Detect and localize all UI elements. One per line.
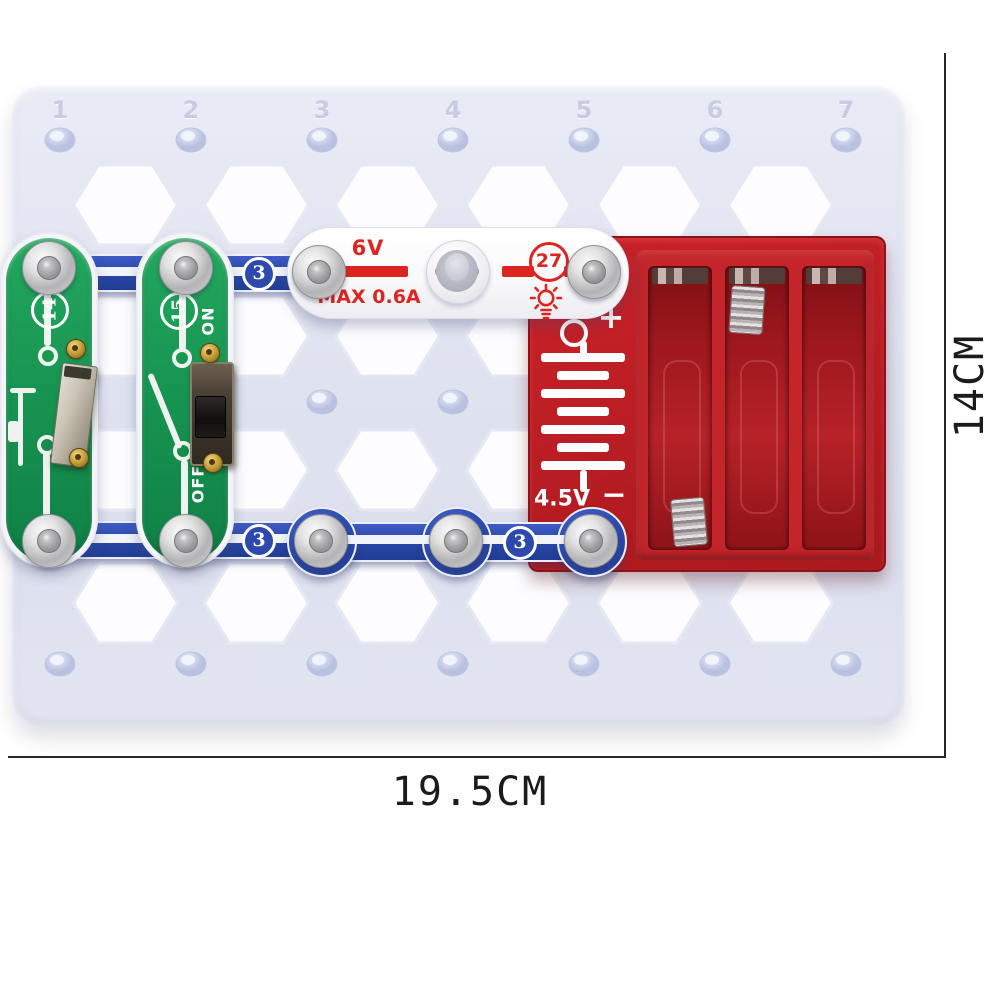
part-number-ring: 15 [160,292,198,330]
snap-stud-icon [294,514,348,568]
snap-stud-icon [292,245,346,299]
plate-column-label: 6 [706,96,724,124]
printed-trace [43,452,50,516]
part-number: 15 [168,298,190,324]
battery-spring-icon [728,284,766,336]
brass-rivet-icon [203,453,223,473]
battery-contact-strip [729,268,785,284]
contact-circle [38,346,58,366]
snap-stud-icon [159,241,213,295]
bulb-glass [445,253,469,281]
lamp-max-current-label: MAX 0.6A [317,286,421,308]
switch-symbol [8,421,19,442]
plate-column-label: 7 [837,96,855,124]
part-number: 27 [535,250,563,272]
plate-column-label: 3 [313,96,331,124]
switch-symbol [18,388,23,466]
battery-emboss-outline [663,360,701,514]
plate-column-label: 1 [51,96,69,124]
height-dimension-label: 14CM [947,333,993,439]
off-label: OFF [188,464,208,504]
snap-stud-icon [567,245,621,299]
battery-symbol-stem [580,341,587,355]
snap-stud-icon [564,514,618,568]
battery-slot [802,266,866,550]
battery-symbol-stem [580,470,587,492]
plate-column-label: 2 [182,96,200,124]
part-number: 14 [39,297,61,323]
part-number-ring: 14 [31,291,69,329]
width-dimension-line [8,756,946,758]
battery-contact-strip [652,268,708,284]
lamp-bulb-icon [529,283,563,320]
battery-symbol-bar-long [541,461,625,470]
height-dimension-line [944,53,946,758]
slide-knob [195,396,226,438]
battery-symbol-bar-short [557,407,609,416]
part-number-ring: 27 [529,242,569,282]
wire-number-badge: 3 [503,526,537,560]
switch-symbol [10,388,36,393]
snap-stud-icon [22,241,76,295]
brass-rivet-icon [200,343,220,363]
width-dimension-label: 19.5CM [391,769,549,815]
brass-rivet-icon [66,339,86,359]
battery-snap-marker [560,319,588,347]
contact-circle [172,348,192,368]
wire-number-badge: 3 [242,524,276,558]
snap-stud-icon [159,514,213,568]
battery-negative-sign: − [601,477,627,513]
printed-red-bar [334,266,408,277]
battery-voltage-label: 4.5V [534,486,590,512]
battery-contact-strip [806,268,862,284]
battery-emboss-outline [817,360,855,514]
battery-symbol-bar-long [541,389,625,398]
battery-symbol-bar-long [541,353,625,362]
brass-rivet-icon [69,448,89,468]
plate-column-label: 5 [575,96,593,124]
battery-symbol-bar-long [541,425,625,434]
snap-stud-icon [429,514,483,568]
on-label: ON [198,306,218,336]
battery-symbol-bar-short [557,371,609,380]
snap-stud-icon [22,514,76,568]
lamp-voltage-label: 6V [351,236,385,260]
wire-number-badge: 3 [242,257,276,291]
battery-emboss-outline [740,360,778,514]
printed-red-bar [502,266,534,277]
plate-column-label: 4 [444,96,462,124]
battery-spring-icon [669,496,709,548]
battery-symbol-bar-short [557,443,609,452]
printed-trace [181,460,188,516]
